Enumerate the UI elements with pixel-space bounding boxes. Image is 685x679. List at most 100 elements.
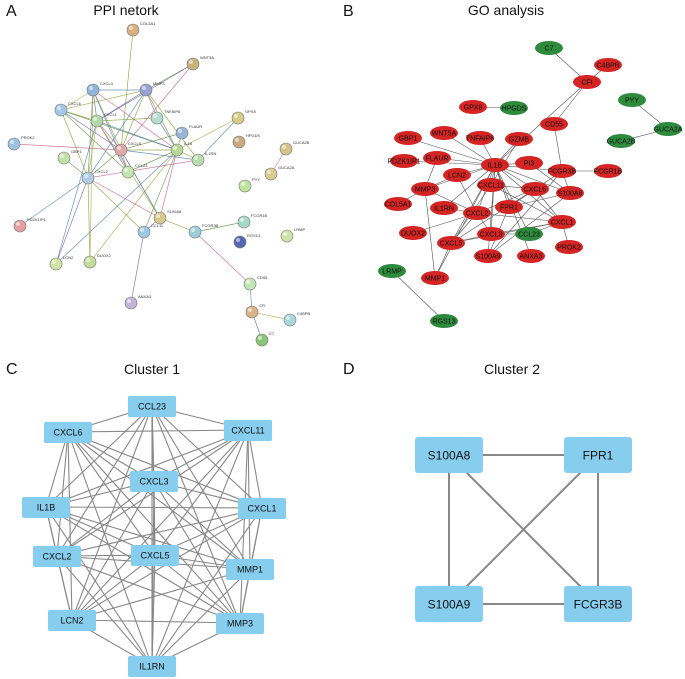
go-node-label: S100A8 <box>558 191 583 198</box>
go-node-shape <box>548 215 576 229</box>
cluster1-node-box <box>48 610 96 631</box>
ppi-node-label: CXCL6 <box>68 101 82 106</box>
ppi-node-highlight <box>173 146 177 150</box>
ppi-edge <box>89 149 178 263</box>
go-node: CXCL1 <box>548 215 576 229</box>
go-node-shape <box>399 226 427 240</box>
ppi-node: FCGR1B <box>237 213 268 229</box>
go-node-shape <box>500 101 528 115</box>
go-node-label: CXCL3 <box>480 232 503 239</box>
go-node: FCGR1B <box>594 164 623 178</box>
ppi-node-highlight <box>240 218 244 222</box>
ppi-node: COL3A1 <box>126 21 156 37</box>
ppi-node-highlight <box>124 168 128 172</box>
go-node-label: CCL23 <box>518 232 540 239</box>
panel-d-title: Cluster 2 <box>484 361 540 377</box>
cluster1-node-label: CCL23 <box>138 402 166 412</box>
ppi-node-highlight <box>235 138 239 142</box>
go-node: IL1B <box>481 158 509 172</box>
ppi-node-circle <box>126 23 140 37</box>
go-node-shape <box>466 131 494 145</box>
ppi-node-highlight <box>117 146 121 150</box>
ppi-edge <box>55 149 178 265</box>
ppi-node-circle <box>124 296 138 310</box>
go-node-shape <box>555 240 583 254</box>
go-node: IL1RN <box>430 201 458 215</box>
go-node: GUCA2B <box>607 134 636 148</box>
ppi-node-circle <box>114 143 128 157</box>
cluster1-edge <box>154 554 241 624</box>
go-node-shape <box>430 201 458 215</box>
go-node-label: ANXA3 <box>520 254 543 261</box>
go-node-label: CXCL11 <box>478 183 504 190</box>
go-node-shape <box>548 164 576 178</box>
go-node-shape <box>607 134 635 148</box>
go-edge <box>494 164 571 194</box>
cluster1-node-box <box>33 546 81 567</box>
ppi-edge <box>197 117 239 161</box>
go-node: WNT5A <box>430 126 458 140</box>
ppi-node-label: FCGR1B <box>251 213 268 218</box>
ppi-edge <box>87 177 145 233</box>
ppi-node-highlight <box>236 238 240 242</box>
cluster1-edge <box>56 480 155 557</box>
go-node: LCN2 <box>443 168 471 182</box>
ppi-node: CFI <box>245 303 265 319</box>
ppi-node: PROK2 <box>7 135 35 151</box>
cluster1-edge <box>239 429 249 624</box>
cluster2-node-label: FPR1 <box>583 449 614 463</box>
ppi-node: GUCA2B <box>279 140 310 156</box>
go-edge <box>403 160 496 166</box>
cluster1-node: CXCL11 <box>224 420 272 441</box>
ppi-node-highlight <box>246 280 250 284</box>
go-node-label: CXCL5 <box>440 241 463 248</box>
cluster1-edge <box>56 431 69 557</box>
cluster1-edge <box>71 568 251 621</box>
cluster1-edge <box>151 568 251 667</box>
go-node-label: S100A9 <box>476 254 501 261</box>
ppi-node-circle <box>243 277 257 291</box>
go-node-label: CXCL2 <box>466 211 489 218</box>
ppi-node: FCGR3B <box>188 223 219 239</box>
cluster1-node-label: MMP1 <box>237 565 263 575</box>
cluster1-edge <box>45 405 153 508</box>
ppi-node: FLAUR <box>175 124 202 140</box>
ppi-edge <box>60 109 129 173</box>
go-node: PROK2 <box>555 240 583 254</box>
ppi-edge <box>55 177 89 265</box>
ppi-node-circle <box>49 257 63 271</box>
ppi-node-circle <box>175 126 189 140</box>
ppi-node-highlight <box>84 174 88 178</box>
ppi-edge <box>96 117 158 122</box>
go-node-label: IL1B <box>488 163 503 170</box>
go-node-shape <box>515 227 543 241</box>
go-node: FCGR3B <box>548 164 577 178</box>
go-node-shape <box>378 264 406 278</box>
ppi-node-circle <box>232 135 246 149</box>
cluster2-node: S100A8 <box>415 437 483 473</box>
ppi-node-label: GPX8 <box>245 109 256 114</box>
go-node-shape <box>463 206 491 220</box>
cluster1-node-label: CXCL2 <box>42 552 71 562</box>
cluster1-edge <box>247 429 263 509</box>
ppi-edge <box>145 89 199 161</box>
go-edge <box>490 184 563 223</box>
go-edge <box>424 188 436 279</box>
go-node-shape <box>540 117 568 131</box>
go-node-label: GUCA2B <box>607 139 636 146</box>
ppi-edge <box>87 177 91 263</box>
go-edge <box>443 164 496 209</box>
go-node: CD55 <box>540 117 568 131</box>
ppi-node: HPGDS <box>232 133 261 149</box>
ppi-node-circle <box>7 137 21 151</box>
cluster2-node: S100A9 <box>415 586 483 622</box>
cluster1-node-box <box>238 498 286 519</box>
cluster1-node-box <box>44 422 92 443</box>
go-node-label: GBP1 <box>399 136 418 143</box>
go-node-label: LCN2 <box>448 173 466 180</box>
go-node-shape <box>535 41 563 55</box>
ppi-edge <box>127 149 178 173</box>
cluster1-edge <box>56 555 241 624</box>
go-node-label: C4BPB <box>597 63 620 70</box>
